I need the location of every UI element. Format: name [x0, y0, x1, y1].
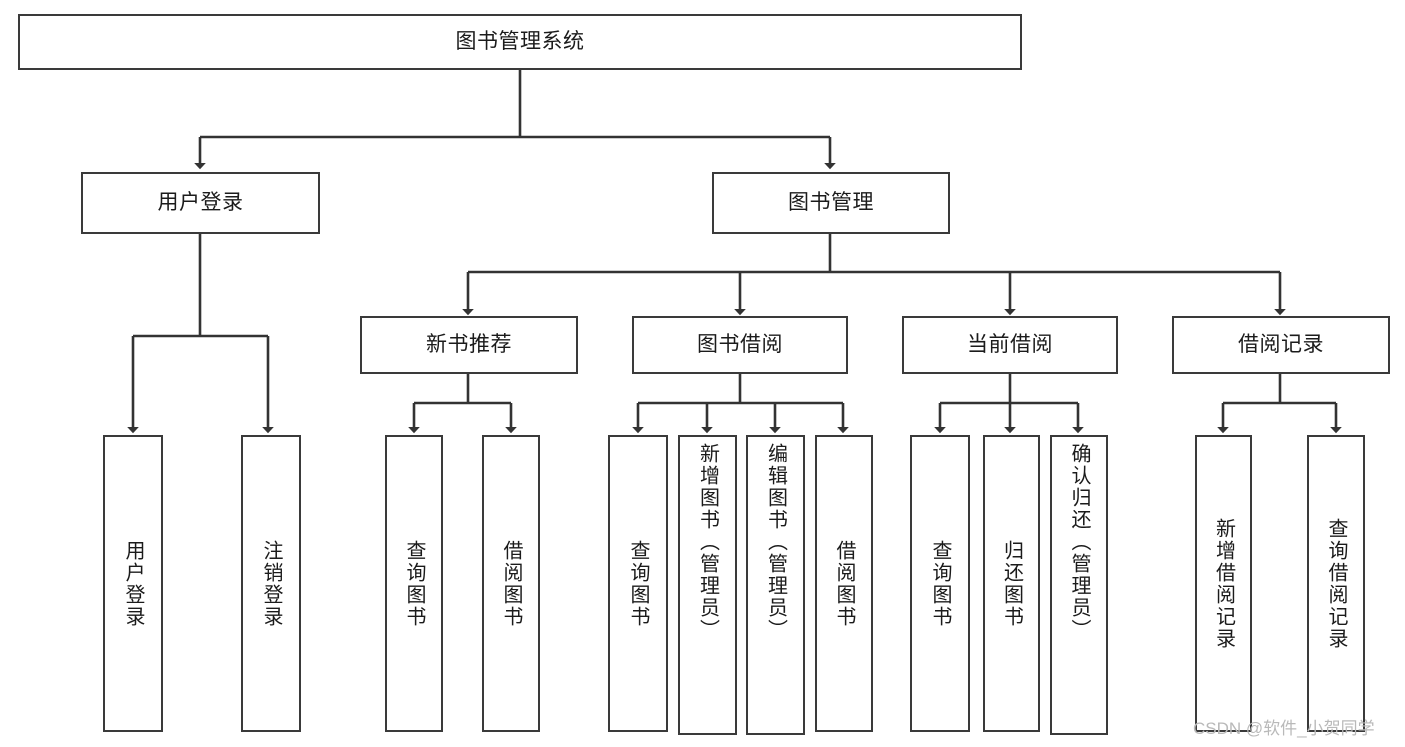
node-leaf-add-borrow-record[interactable]: 新增借阅记录 — [1195, 435, 1252, 732]
node-new-book-recommend[interactable]: 新书推荐 — [360, 316, 578, 374]
node-leaf-query-book-current[interactable]: 查询图书 — [910, 435, 970, 732]
node-user-login-label: 用户登录 — [157, 190, 244, 214]
node-new-book-recommend-label: 新书推荐 — [426, 332, 512, 356]
node-leaf-return-book-label: 归还图书 — [1000, 539, 1023, 628]
node-leaf-user-login-label: 用户登录 — [122, 539, 144, 628]
node-leaf-query-borrow-record-label: 查询借阅记录 — [1325, 517, 1347, 650]
node-current-borrow[interactable]: 当前借阅 — [902, 316, 1118, 374]
node-leaf-logout[interactable]: 注销登录 — [241, 435, 301, 732]
node-leaf-query-book-recommend-label: 查询图书 — [403, 539, 425, 628]
csdn-watermark: CSDN @软件_小贺同学 — [1193, 719, 1375, 738]
node-leaf-query-book-borrow[interactable]: 查询图书 — [608, 435, 668, 732]
node-leaf-borrow-book-recommend-label: 借阅图书 — [500, 539, 522, 628]
node-leaf-add-book-admin[interactable]: 新增图书（管理员） — [678, 435, 737, 735]
node-leaf-query-book-borrow-label: 查询图书 — [627, 539, 649, 628]
node-borrow-records[interactable]: 借阅记录 — [1172, 316, 1390, 374]
node-current-borrow-label: 当前借阅 — [967, 332, 1053, 356]
node-leaf-edit-book-admin[interactable]: 编辑图书（管理员） — [746, 435, 805, 735]
node-leaf-add-book-admin-label: 新增图书（管理员） — [696, 443, 719, 641]
node-leaf-logout-label: 注销登录 — [260, 539, 282, 628]
node-leaf-user-login[interactable]: 用户登录 — [103, 435, 163, 732]
node-leaf-query-book-current-label: 查询图书 — [929, 539, 951, 628]
node-leaf-borrow-book-label: 借阅图书 — [833, 539, 855, 628]
node-book-borrow[interactable]: 图书借阅 — [632, 316, 848, 374]
node-user-login[interactable]: 用户登录 — [81, 172, 320, 234]
node-leaf-borrow-book[interactable]: 借阅图书 — [815, 435, 873, 732]
node-book-management[interactable]: 图书管理 — [712, 172, 950, 234]
node-leaf-return-book[interactable]: 归还图书 — [983, 435, 1040, 732]
node-leaf-confirm-return-admin-label: 确认归还（管理员） — [1068, 443, 1090, 641]
node-root-book-management-system[interactable]: 图书管理系统 — [18, 14, 1022, 70]
node-borrow-records-label: 借阅记录 — [1238, 332, 1324, 356]
node-leaf-edit-book-admin-label: 编辑图书（管理员） — [764, 443, 787, 641]
node-root-label: 图书管理系统 — [455, 29, 585, 53]
node-leaf-add-borrow-record-label: 新增借阅记录 — [1212, 517, 1235, 650]
node-book-management-label: 图书管理 — [788, 190, 874, 214]
node-leaf-query-book-recommend[interactable]: 查询图书 — [385, 435, 443, 732]
node-leaf-borrow-book-recommend[interactable]: 借阅图书 — [482, 435, 540, 732]
node-leaf-confirm-return-admin[interactable]: 确认归还（管理员） — [1050, 435, 1108, 735]
node-book-borrow-label: 图书借阅 — [697, 332, 783, 356]
node-leaf-query-borrow-record[interactable]: 查询借阅记录 — [1307, 435, 1365, 732]
